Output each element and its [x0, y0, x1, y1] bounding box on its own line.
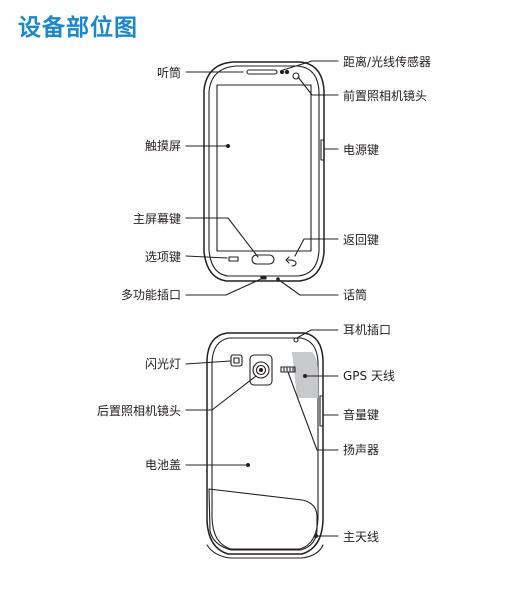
- label-back-cover: 电池盖: [144, 458, 181, 472]
- label-touchscreen: 触摸屏: [144, 139, 181, 153]
- label-speaker: 扬声器: [343, 443, 380, 457]
- microphone-hole: [276, 277, 280, 281]
- label-multipurpose-jack: 多功能插口: [120, 288, 181, 302]
- label-microphone: 话筒: [343, 288, 368, 302]
- label-front-camera: 前置照相机镜头: [343, 89, 428, 103]
- home-key-button: [251, 254, 275, 265]
- menu-key-icon: [228, 256, 239, 262]
- label-volume-key: 音量键: [343, 408, 380, 422]
- front-camera-lens: [292, 72, 300, 80]
- volume-key-button: [319, 395, 324, 427]
- label-proximity-light-sensor: 距离/光线传感器: [343, 55, 432, 69]
- rear-camera-lens: [252, 361, 270, 379]
- label-flash: 闪光灯: [144, 357, 181, 371]
- proximity-sensor: [279, 69, 285, 75]
- back-phone: [206, 332, 324, 559]
- flash-module: [230, 354, 243, 367]
- earpiece-slot: [246, 69, 278, 75]
- main-antenna-outline: [208, 488, 318, 551]
- label-rear-camera: 后置照相机镜头: [96, 404, 181, 418]
- multipurpose-jack-port: [260, 275, 267, 280]
- label-earpiece: 听筒: [156, 66, 181, 80]
- label-main-antenna: 主天线: [343, 530, 380, 544]
- label-menu-key: 选项键: [144, 250, 181, 264]
- label-power-key: 电源键: [343, 143, 380, 157]
- label-headset-jack: 耳机插口: [343, 323, 392, 337]
- label-gps-antenna: GPS 天线: [343, 369, 395, 383]
- label-back-key: 返回键: [343, 233, 380, 247]
- touchscreen-area: [216, 84, 312, 252]
- front-phone: [203, 61, 325, 282]
- page-title: 设备部位图: [18, 15, 138, 41]
- headset-jack-port: [293, 337, 299, 343]
- back-key-icon: [285, 256, 297, 267]
- rear-camera-housing: [249, 354, 273, 386]
- power-key-button: [320, 139, 325, 161]
- label-home-key: 主屏幕键: [132, 212, 181, 226]
